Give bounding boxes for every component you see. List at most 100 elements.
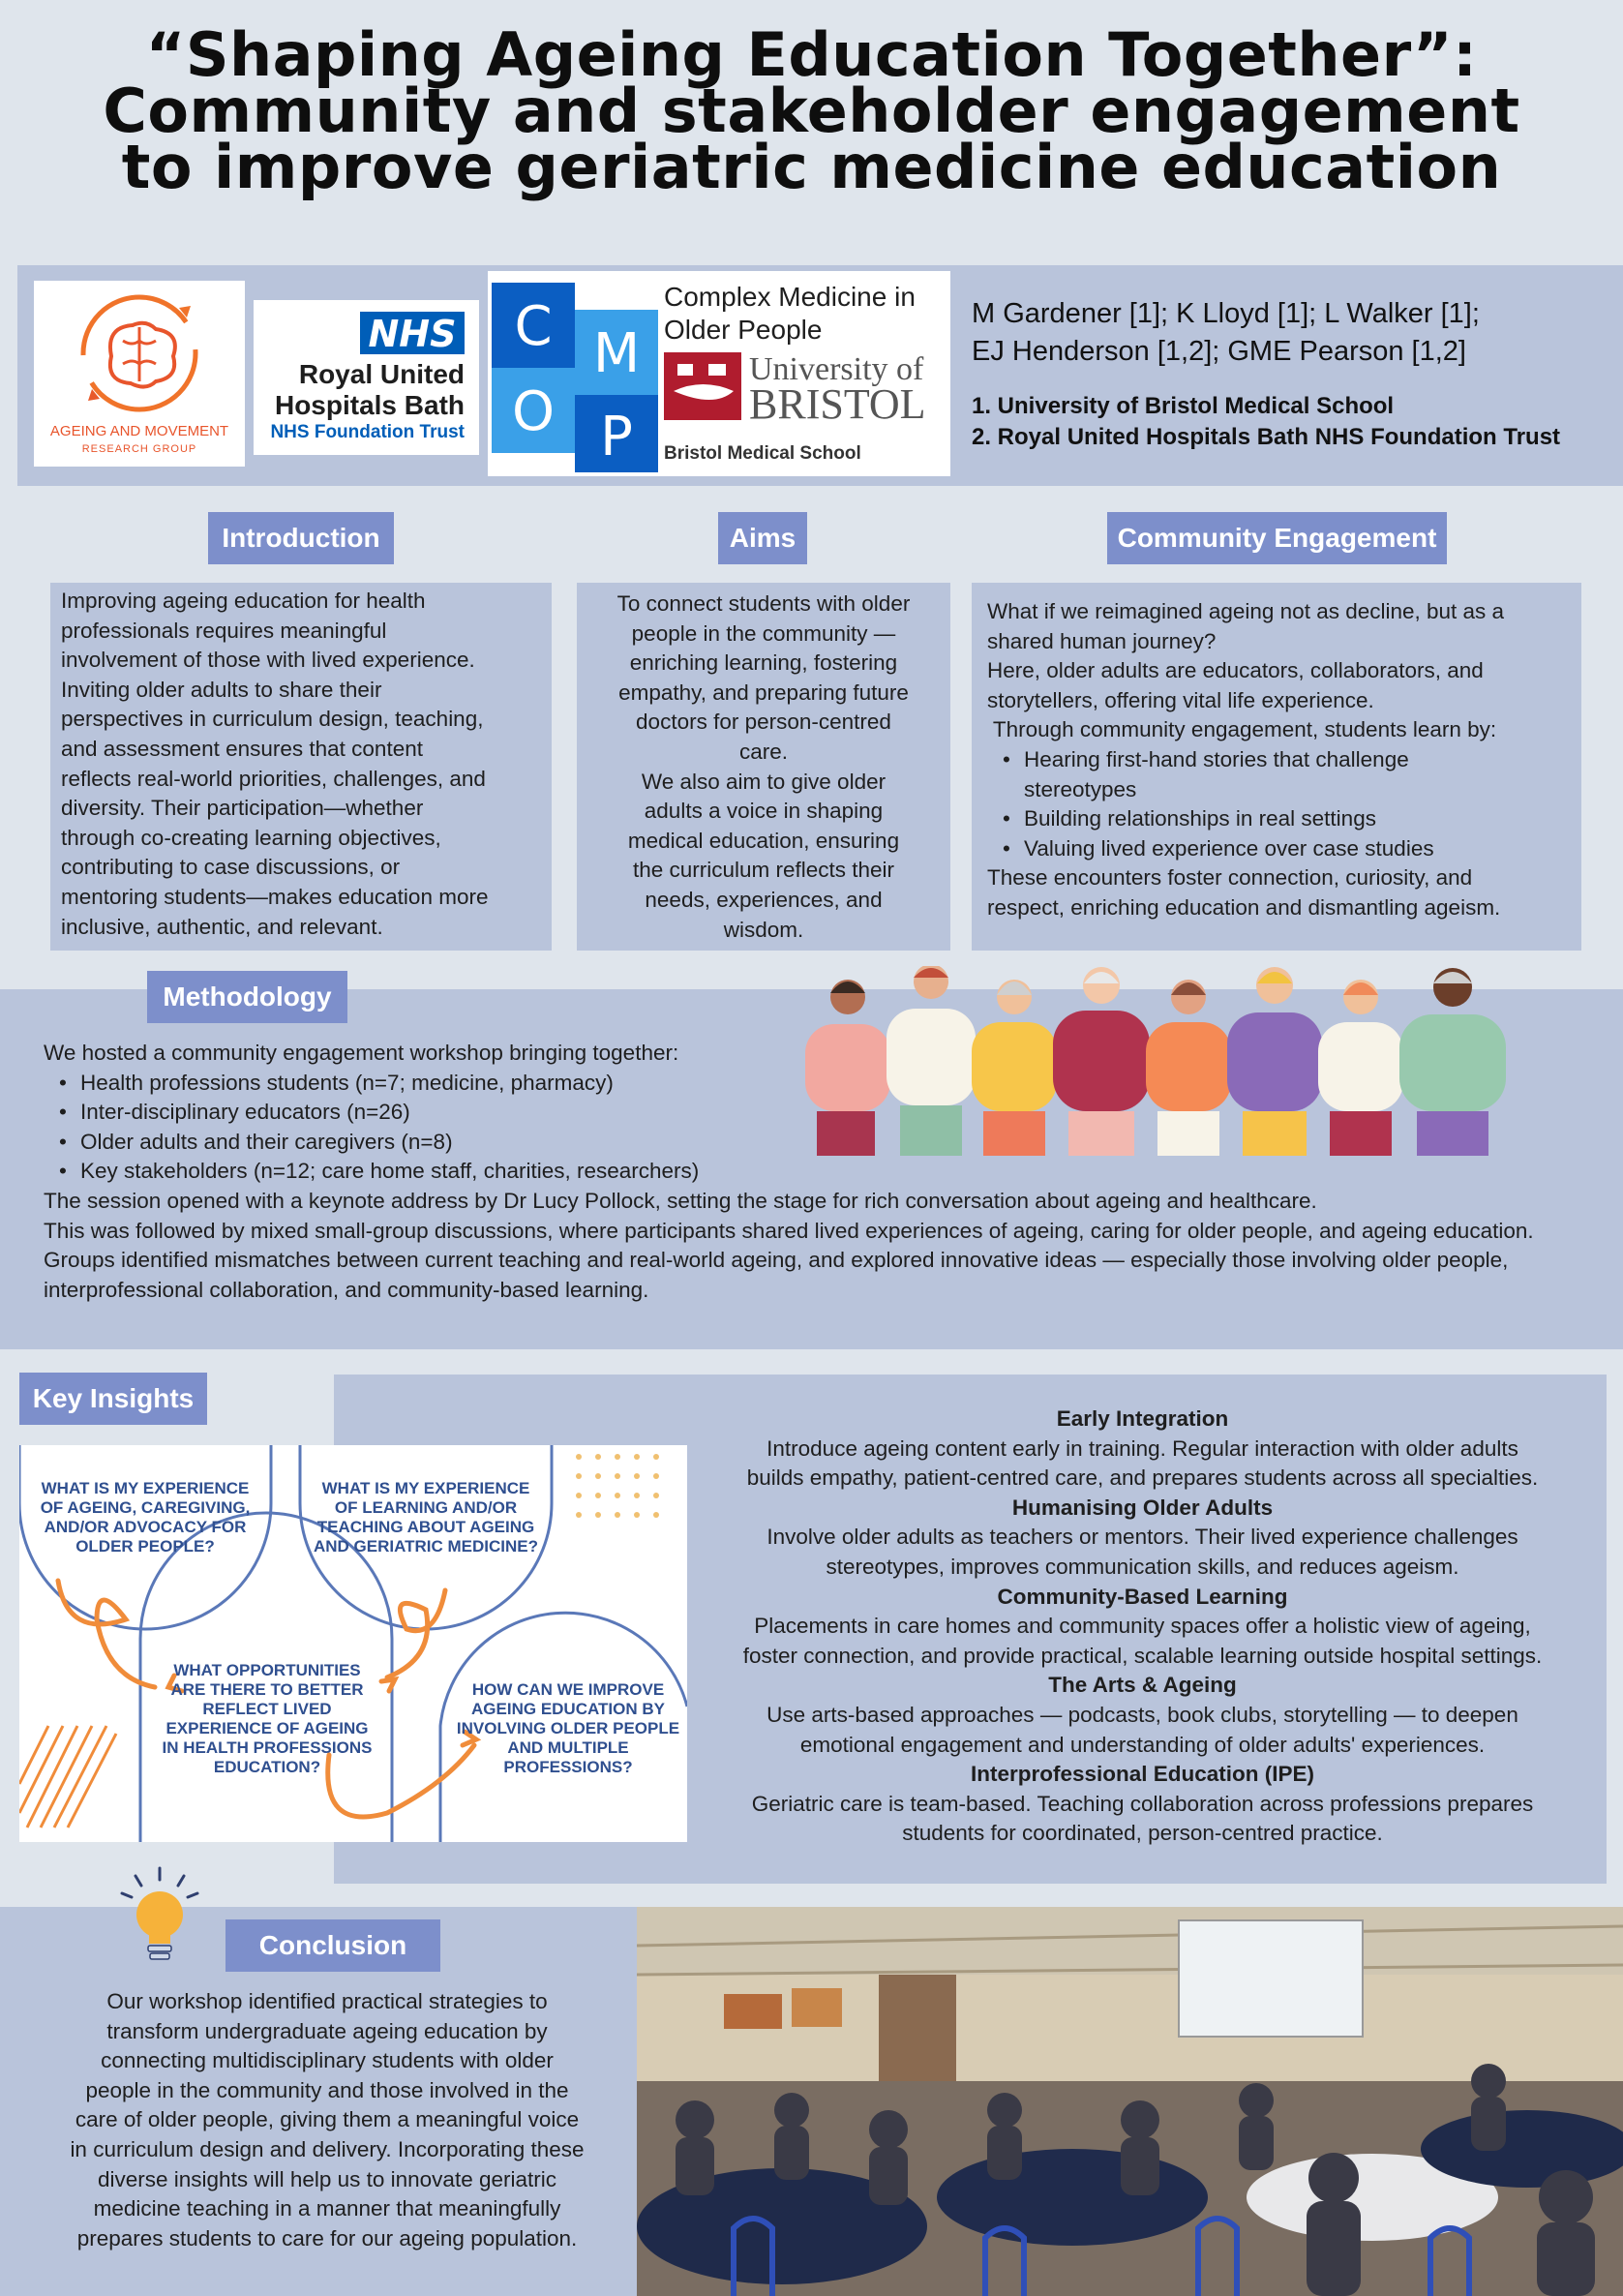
method-paragraph: This was followed by mixed small-group d…	[44, 1218, 1534, 1243]
aims-line: adults a voice in shaping	[644, 799, 884, 824]
insight-heading: Early Integration	[1056, 1406, 1229, 1431]
aims-line: We also aim to give older	[641, 769, 887, 794]
intro-line: contributing to case discussions, or	[61, 855, 401, 880]
conclusion-heading: Conclusion	[225, 1919, 440, 1972]
title-line-1: “Shaping Ageing Education Together”:	[145, 19, 1478, 90]
dot-pattern	[576, 1454, 659, 1518]
community-engagement-heading: Community Engagement	[1107, 512, 1447, 564]
conclusion-line: diverse insights will help us to innovat…	[98, 2166, 556, 2191]
question-3-line: EDUCATION?	[214, 1758, 320, 1776]
aims-line: enriching learning, fostering	[629, 650, 898, 676]
insight-heading: Community-Based Learning	[997, 1584, 1288, 1609]
discussion-questions-diagram: WHAT IS MY EXPERIENCE OF AGEING, CAREGIV…	[17, 1445, 689, 1842]
cmop-letter-p: P	[600, 406, 633, 468]
conclusion-line: Our workshop identified practical strate…	[106, 1989, 548, 2013]
question-4-line: HOW CAN WE IMPROVE	[472, 1680, 664, 1699]
insight-line: Use arts-based approaches — podcasts, bo…	[766, 1702, 1518, 1727]
ce-line: shared human journey?	[987, 628, 1217, 653]
ce-line: Through community engagement, students l…	[987, 717, 1497, 742]
amrg-text-1: AGEING AND MOVEMENT	[50, 423, 228, 439]
method-bullet: Inter-disciplinary educators (n=26)	[59, 1098, 1602, 1128]
nhs-badge-text: NHS	[369, 313, 457, 355]
question-4-line: AGEING EDUCATION BY	[471, 1700, 666, 1718]
title-line-2: Community and stakeholder engagement	[103, 76, 1520, 146]
insight-line: Involve older adults as teachers or ment…	[766, 1525, 1518, 1550]
conclusion-line: medicine teaching in a manner that meani…	[93, 2196, 561, 2221]
question-3-line: ARE THERE TO BETTER	[171, 1680, 364, 1699]
method-bullet: Key stakeholders (n=12; care home staff,…	[59, 1157, 1602, 1187]
aims-line: wisdom.	[723, 917, 804, 942]
question-4-line: INVOLVING OLDER PEOPLE	[457, 1719, 679, 1737]
nhs-line-2: Hospitals Bath	[275, 390, 465, 420]
insight-line: stereotypes, improves communication skil…	[826, 1554, 1459, 1579]
cmop-heading-1: Complex Medicine in	[664, 282, 916, 312]
question-1-line: OF AGEING, CAREGIVING,	[41, 1498, 251, 1517]
authors-line-1: M Gardener [1]; K Lloyd [1]; L Walker [1…	[972, 298, 1480, 329]
workshop-photo	[637, 1907, 1623, 2296]
insight-heading: Interprofessional Education (IPE)	[970, 1762, 1315, 1787]
cmop-letter-o: O	[512, 380, 555, 443]
insight-line: Introduce ageing content early in traini…	[766, 1435, 1518, 1461]
ce-line: respect, enriching education and dismant…	[987, 894, 1501, 920]
aims-line: care.	[738, 739, 789, 764]
intro-line: mentoring students—makes education more	[61, 884, 489, 909]
ce-bullet: Hearing first-hand stories that challeng…	[999, 745, 1566, 804]
amrg-text-2: RESEARCH GROUP	[82, 443, 197, 455]
introduction-heading: Introduction	[208, 512, 394, 564]
title-line-3: to improve geriatric medicine education	[121, 132, 1502, 202]
insight-line: students for coordinated, person-centred…	[902, 1821, 1383, 1846]
ce-bullet: Building relationships in real settings	[999, 804, 1566, 834]
aims-line: needs, experiences, and	[645, 887, 883, 912]
affiliation-1: 1. University of Bristol Medical School	[972, 393, 1395, 419]
arrow-head	[378, 1676, 400, 1694]
nhs-line-3: NHS Foundation Trust	[270, 422, 465, 442]
intro-line: involvement of those with lived experien…	[61, 648, 475, 673]
question-1-line: OLDER PEOPLE?	[75, 1537, 215, 1556]
method-paragraph: The session opened with a keynote addres…	[44, 1188, 1317, 1213]
ageing-movement-logo: AGEING AND MOVEMENT RESEARCH GROUP	[34, 281, 245, 467]
ce-bullet: Valuing lived experience over case studi…	[999, 834, 1566, 864]
question-3-line: IN HEALTH PROFESSIONS	[163, 1738, 373, 1757]
intro-line: Improving ageing education for health	[61, 589, 426, 613]
bristol-uni-of: University of	[749, 351, 924, 387]
orange-arrow	[325, 1742, 477, 1820]
method-bullet: Health professions students (n=7; medici…	[59, 1069, 1602, 1099]
affiliation-2: 2. Royal United Hospitals Bath NHS Found…	[972, 424, 1561, 450]
intro-line: inclusive, authentic, and relevant.	[61, 914, 383, 939]
intro-line: perspectives in curriculum design, teach…	[61, 707, 484, 732]
intro-line: and assessment ensures that content	[61, 736, 423, 761]
community-engagement-box: What if we reimagined ageing not as decl…	[972, 583, 1581, 951]
nhs-badge	[360, 312, 465, 354]
insight-line: emotional engagement and understanding o…	[799, 1732, 1486, 1757]
question-4-line: PROFESSIONS?	[503, 1758, 632, 1776]
conclusion-line: people in the community and those involv…	[85, 2077, 569, 2102]
aims-line: doctors for person-centred	[636, 710, 891, 735]
method-bullet: Older adults and their caregivers (n=8)	[59, 1128, 1602, 1158]
introduction-box: Improving ageing education for health pr…	[50, 583, 552, 951]
question-2-line: AND GERIATRIC MEDICINE?	[314, 1537, 538, 1556]
insight-heading: The Arts & Ageing	[1048, 1673, 1237, 1698]
projection-screen	[1178, 1919, 1364, 2038]
aims-line: empathy, and preparing future	[618, 680, 909, 705]
insight-line: Geriatric care is team-based. Teaching c…	[751, 1791, 1534, 1816]
intro-line: through co-creating learning objectives,	[61, 825, 441, 850]
conclusion-line: connecting multidisciplinary students wi…	[101, 2048, 554, 2073]
authors-line-2: EJ Henderson [1,2]; GME Pearson [1,2]	[972, 336, 1466, 367]
intro-line: professionals requires meaningful	[61, 618, 387, 643]
insight-heading: Humanising Older Adults	[1011, 1495, 1274, 1520]
poster-title: “Shaping Ageing Education Together”: Com…	[0, 19, 1623, 202]
ce-line: What if we reimagined ageing not as decl…	[987, 599, 1505, 623]
question-2-line: OF LEARNING AND/OR	[335, 1498, 517, 1517]
cmop-heading-2: Older People	[664, 315, 822, 345]
intro-line: reflects real-world priorities, challeng…	[61, 766, 486, 791]
insight-line: foster connection, and provide practical…	[742, 1643, 1543, 1668]
arrow-head	[165, 1673, 185, 1694]
method-paragraph: Groups identified mismatches between cur…	[44, 1248, 1509, 1302]
aims-box: To connect students with older people in…	[577, 583, 950, 951]
lightbulb-icon	[116, 1866, 203, 1973]
methodology-text: We hosted a community engagement worksho…	[44, 1039, 1602, 1305]
cmop-letter-c: C	[514, 295, 552, 358]
question-2-line: TEACHING ABOUT AGEING	[317, 1518, 534, 1536]
bristol-name: BRISTOL	[749, 380, 926, 428]
intro-line: Inviting older adults to share their	[61, 677, 382, 702]
